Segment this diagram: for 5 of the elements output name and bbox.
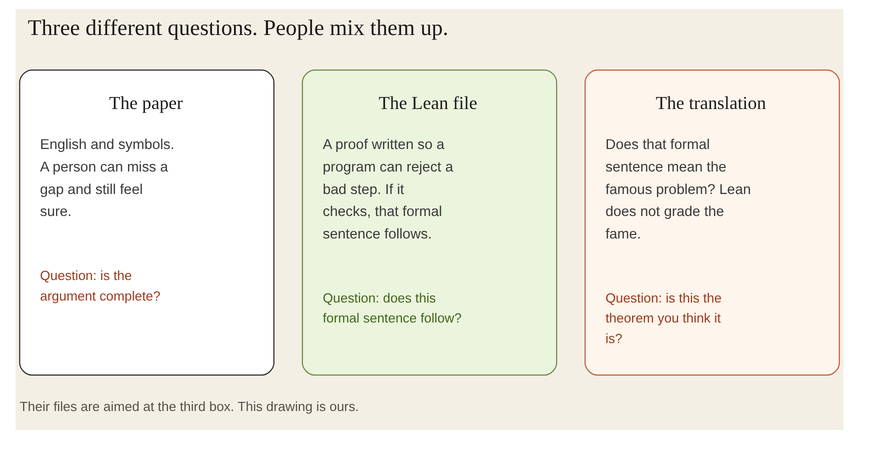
node-box: The Lean file A proof written so a program can reject a bad step. If it checks, that formal sentence follows. Question: does this formal sentence follow? — [301, 68, 557, 376]
diagram-title: Three different questions. People mix them up. — [27, 14, 448, 40]
node-box: The paper English and symbols. A person can miss a gap and still feel sure. Question: is the argument complete? — [18, 68, 274, 376]
caption: Their files are aimed at the third box. This drawing is ours. — [19, 398, 358, 414]
node-box: The translation Does that formal sentence mean the famous problem? Lean does not grade the fame. Question: is this the theorem you think it is? — [584, 68, 840, 376]
